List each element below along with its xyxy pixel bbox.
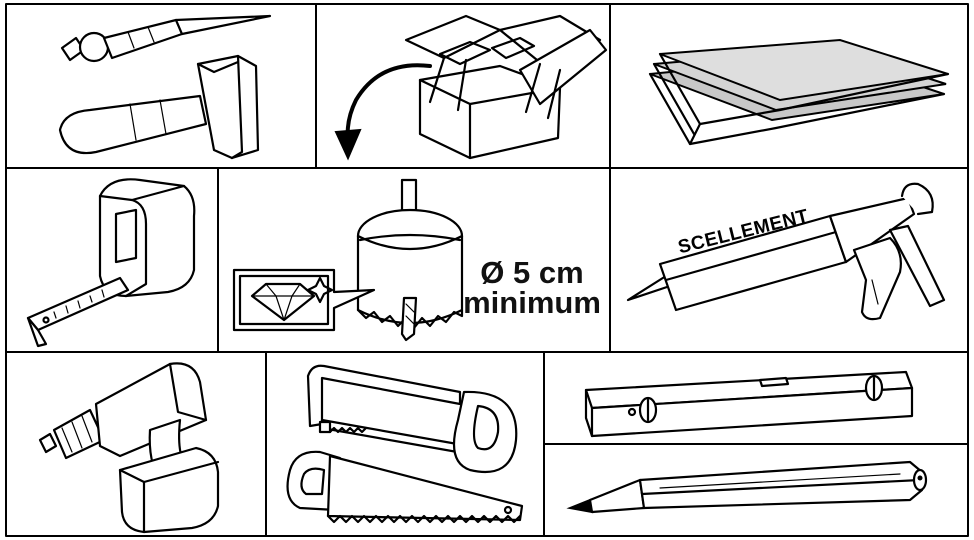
diamond-callout	[232, 268, 376, 332]
grid-lines	[5, 3, 969, 537]
sheets-icon	[648, 38, 950, 146]
hole-size-label: Ø 5 cm minimum	[452, 255, 612, 320]
hole-diameter-text: Ø 5 cm	[480, 255, 584, 290]
rotate-arrow-icon	[334, 63, 432, 161]
caulking-gun-icon	[626, 182, 946, 321]
cordless-drill-icon	[38, 362, 220, 534]
tape-measure-icon	[26, 178, 196, 348]
mallet-icon	[58, 54, 260, 160]
hole-saw-icon	[356, 178, 464, 342]
toolbox-icon	[404, 14, 608, 160]
pencil-icon	[566, 460, 928, 514]
hacksaw-icon	[306, 364, 518, 474]
handsaw-icon	[286, 450, 524, 524]
hole-minimum-text: minimum	[463, 285, 601, 320]
spirit-level-icon	[584, 370, 914, 438]
chisel-icon	[60, 14, 272, 63]
